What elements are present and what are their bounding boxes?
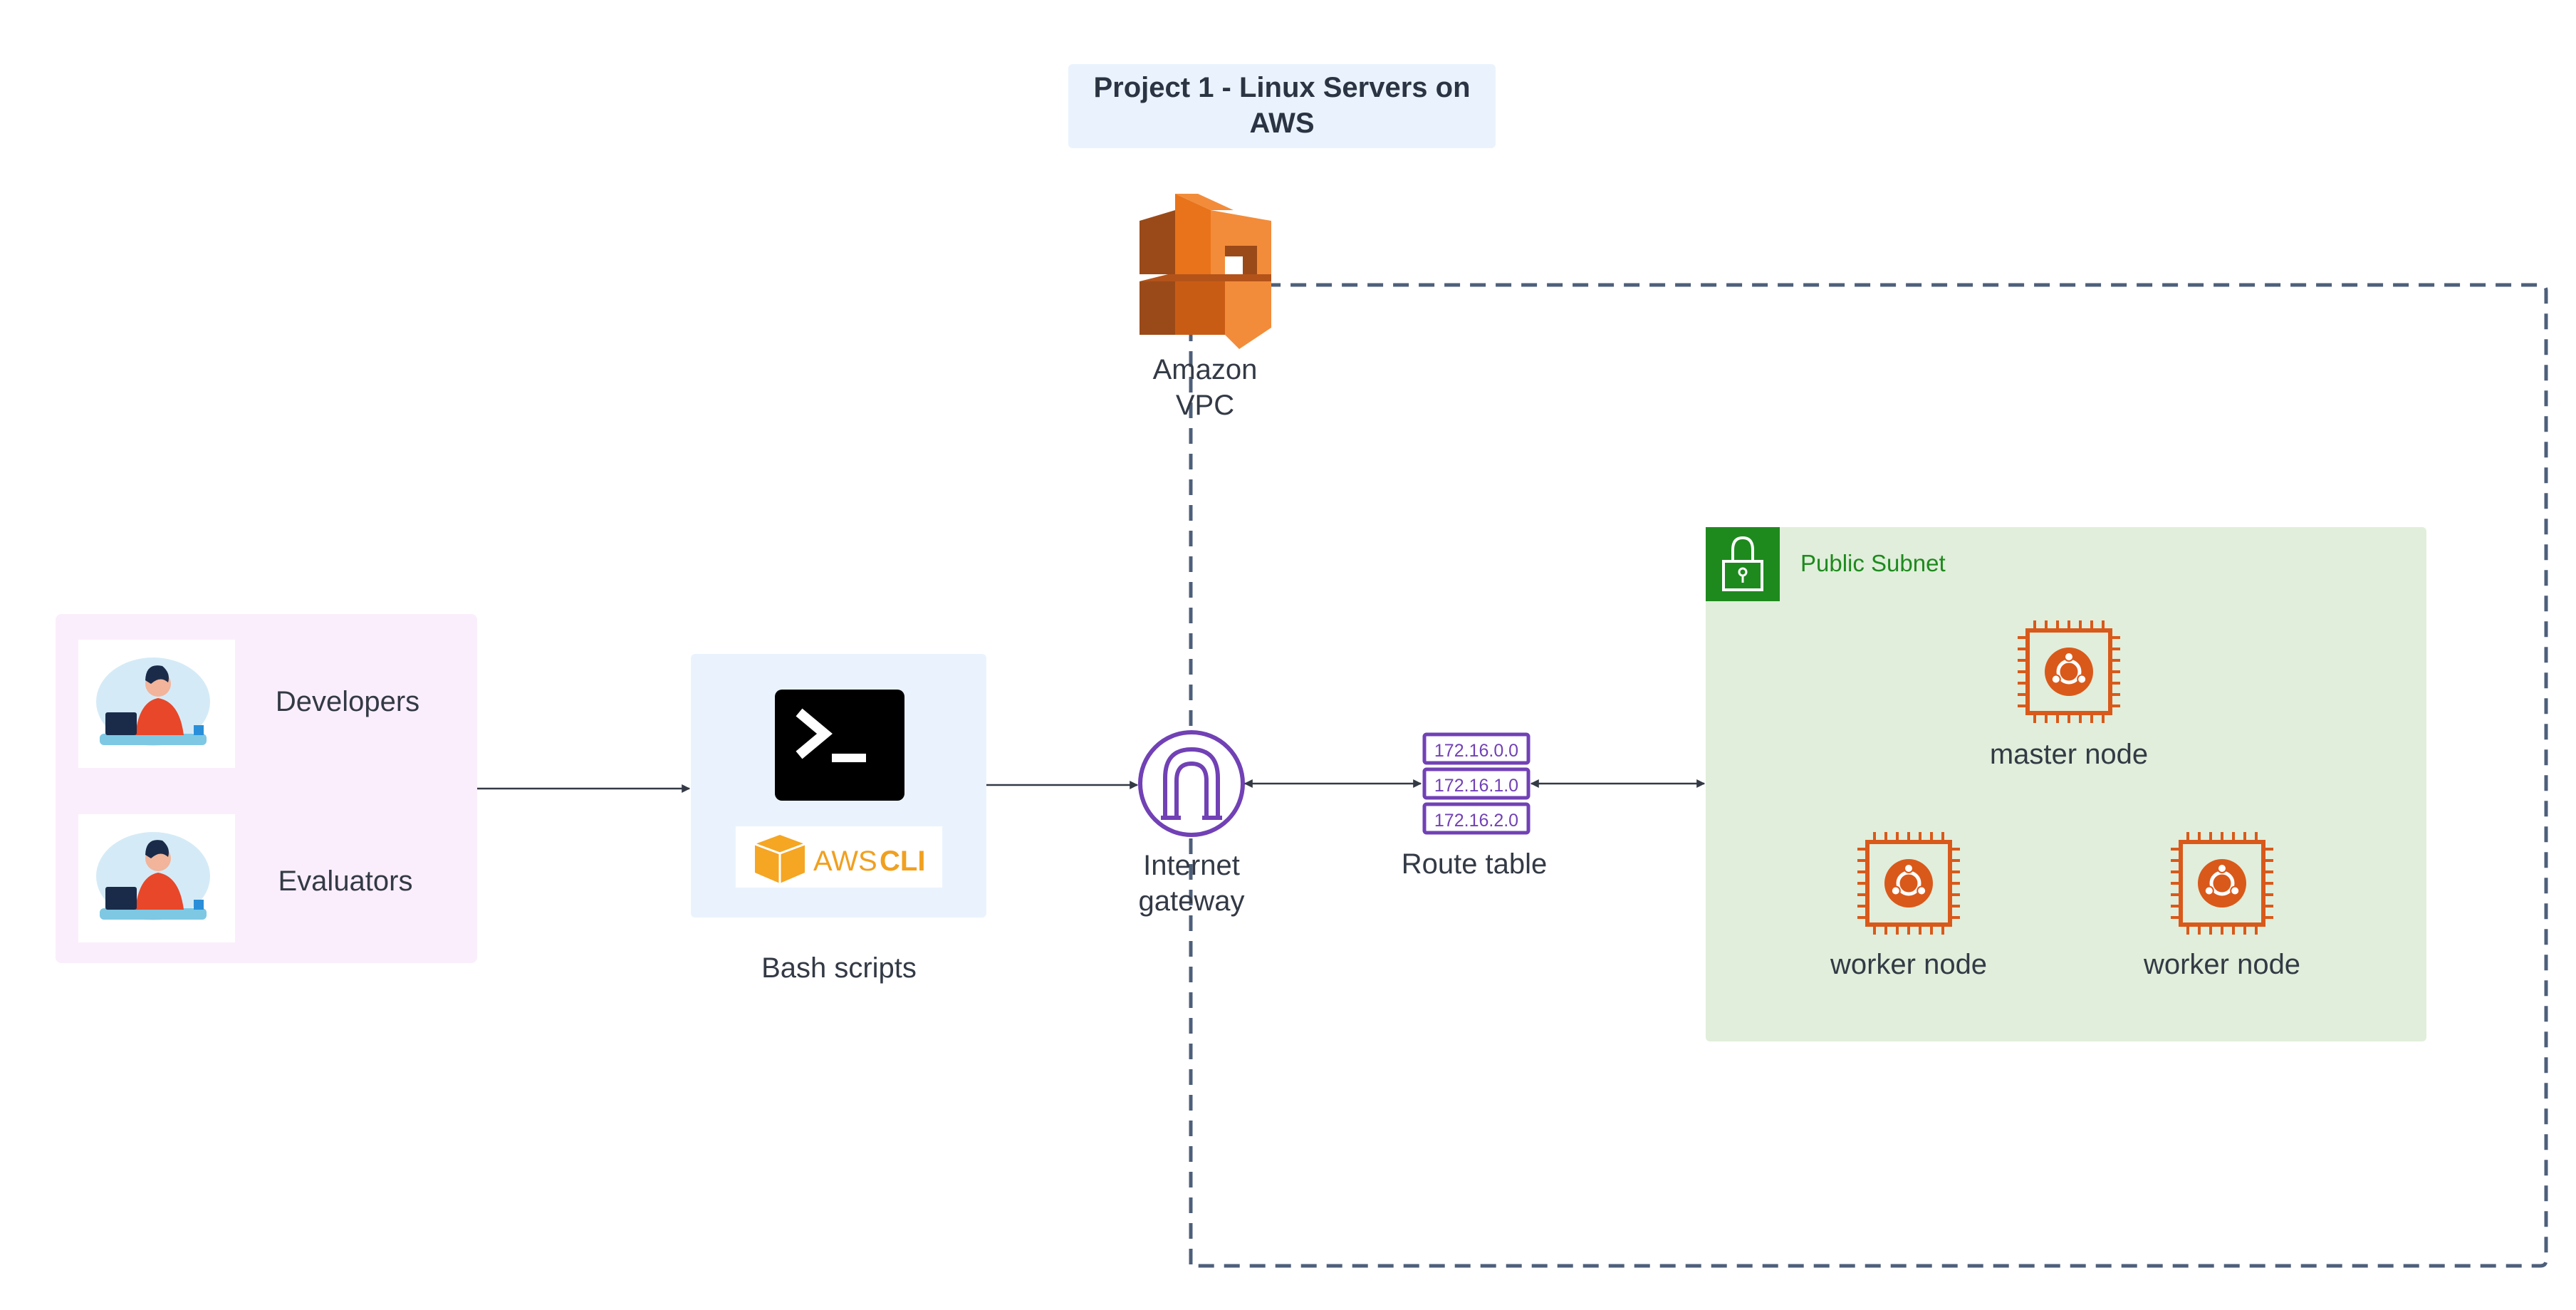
route-table-row: 172.16.0.0 [1434,741,1518,761]
ubuntu-logo-icon [2198,859,2246,908]
gateway-label-line-1: Internet [1143,850,1240,881]
worker-node-icon [2171,832,2273,935]
title-line-2: AWS [1249,108,1314,139]
bash-scripts-group: AWS CLI [691,654,986,917]
evaluators-label: Evaluators [278,865,413,897]
evaluator-avatar [78,814,235,942]
ubuntu-logo-icon [2045,648,2093,696]
bash-scripts-label: Bash scripts [761,952,917,984]
route-table-icon: 172.16.0.0 172.16.1.0 172.16.2.0 [1422,732,1531,835]
master-node-label: master node [1990,739,2148,770]
aws-cli-aws-text: AWS [813,846,877,877]
diagram-title: Project 1 - Linux Servers on AWS [1068,64,1496,148]
title-line-1: Project 1 - Linux Servers on [1093,72,1470,103]
amazon-vpc-icon [1140,194,1271,349]
users-group: Developers Evaluators [56,614,477,963]
public-subnet: Public Subnet [1706,527,2426,1041]
route-table-label: Route table [1402,848,1548,880]
developer-avatar [78,640,235,768]
aws-cli-cli-text: CLI [880,846,925,877]
terminal-icon [775,690,904,801]
master-node-icon [2018,620,2120,723]
ubuntu-logo-icon [1884,859,1933,908]
route-table-row: 172.16.1.0 [1434,776,1518,796]
route-table-row: 172.16.2.0 [1434,811,1518,831]
worker-node-label: worker node [2143,949,2300,980]
worker-node-icon [1857,832,1960,935]
subnet-label: Public Subnet [1800,550,1946,576]
gateway-label-line-2: gateway [1139,885,1245,917]
aws-cli-logo: AWS CLI [736,826,942,888]
vpc-label-line-2: VPC [1176,390,1234,421]
worker-node-label: worker node [1830,949,1987,980]
developers-label: Developers [276,686,419,717]
vpc-label-line-1: Amazon [1153,354,1258,385]
internet-gateway-icon [1138,730,1245,837]
lock-icon [1722,536,1763,591]
